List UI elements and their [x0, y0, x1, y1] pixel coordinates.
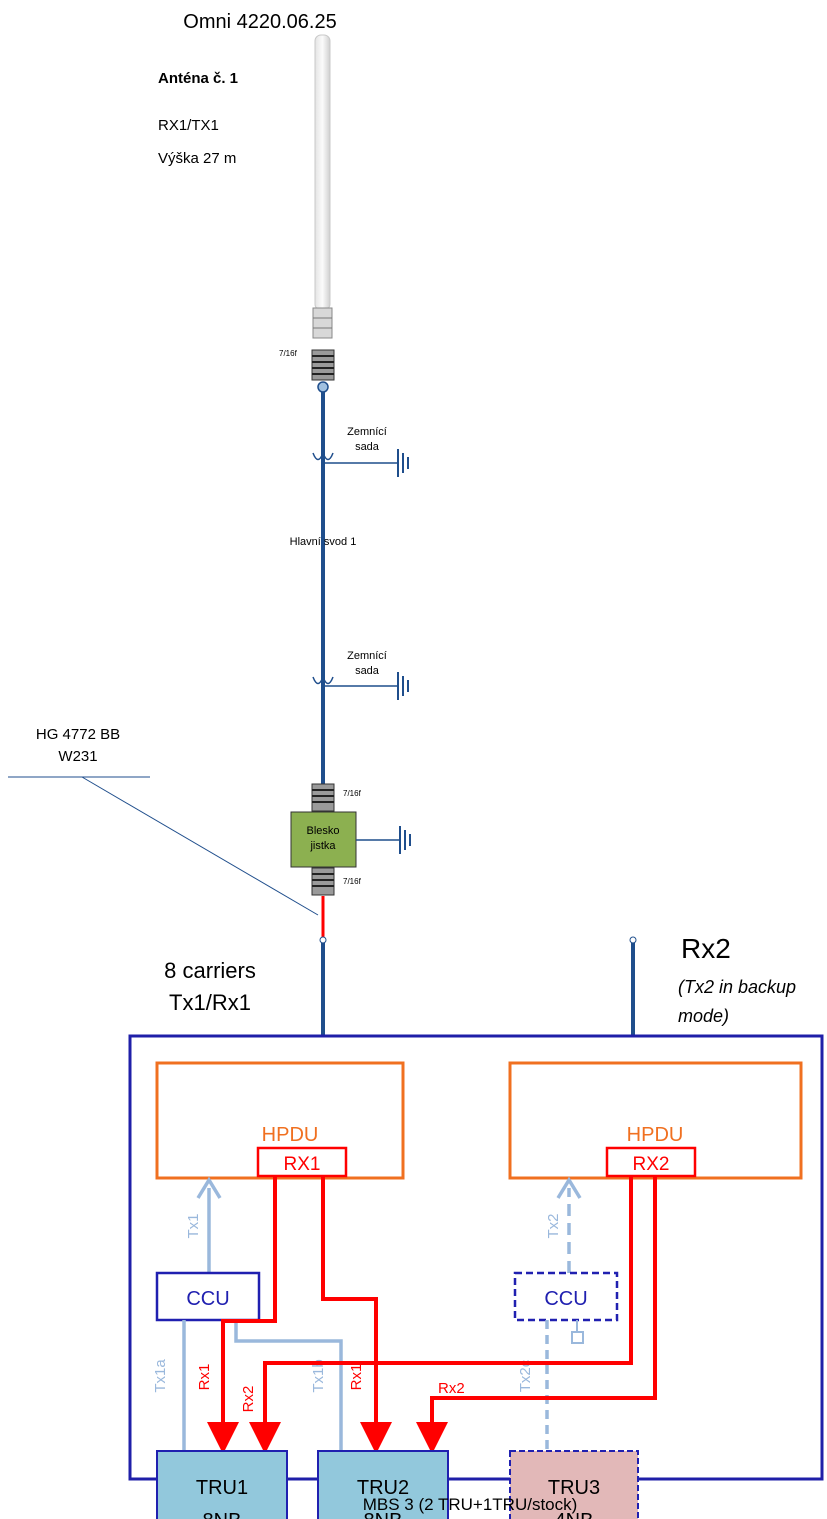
right-port-title: Rx2: [681, 933, 731, 964]
tru2-name: TRU2: [357, 1477, 409, 1499]
tx1b-line: [234, 1320, 343, 1450]
tru1-capacity: 8NB: [203, 1510, 242, 1519]
rx1-to-tru2-line: [321, 1176, 392, 1454]
rx1-to-tru2-label: Rx1: [348, 1364, 365, 1391]
hpdu-right-rx2-port: [605, 1146, 697, 1178]
rx2-to-tru1-label: Rx2: [240, 1386, 257, 1413]
ccu-left-box: [155, 1271, 261, 1322]
antenna-height-label: Výška 27 m: [158, 150, 236, 167]
lightning-arrester-label-line2: jistka: [309, 840, 336, 852]
hpdu-left-label: HPDU: [262, 1124, 319, 1146]
hpdu-left-box: [155, 1061, 405, 1180]
connector-top-label: 7/16f: [279, 349, 298, 358]
grounding-kit-2-label-line2: sada: [355, 665, 380, 677]
omni-antenna-icon: [312, 34, 333, 339]
left-port-label-line1: 8 carriers: [164, 958, 256, 983]
tx2c-label: Tx2c: [517, 1359, 534, 1392]
tx2-arrow-icon: [556, 1176, 582, 1199]
grounding-kit-1-label-line2: sada: [355, 441, 380, 453]
tru3-box: [509, 1450, 639, 1519]
tx1a-label: Tx1a: [152, 1359, 169, 1393]
arrester-lower-connector-icon: [311, 867, 335, 896]
hpdu-left-rx1-port: [256, 1146, 348, 1178]
grounding-kit-2-icon: [312, 672, 409, 700]
mbs-cabinet-frame: [128, 1034, 824, 1481]
cabinet-caption: MBS 3 (2 TRU+1TRU/stock): [363, 1495, 578, 1514]
jumper-type-label-line2: W231: [58, 748, 97, 765]
grounding-kit-1-label-line1: Zemnící: [347, 426, 387, 438]
rx1-to-tru1-line: [207, 1176, 277, 1454]
jumper-type-label-line1: HG 4772 BB: [36, 726, 120, 743]
grounding-kit-1-icon: [312, 449, 409, 477]
ccu-right-label: CCU: [544, 1288, 587, 1310]
hpdu-left-rx1-label: RX1: [284, 1154, 321, 1175]
tru1-name: TRU1: [196, 1477, 248, 1499]
hpdu-right-rx2-label: RX2: [633, 1154, 670, 1175]
jumper-joint-dot: [319, 936, 327, 944]
rx2-to-tru2-label: Rx2: [438, 1380, 465, 1397]
ccu-right-box: [513, 1271, 619, 1322]
jumper-callout-leader: [81, 776, 319, 916]
antenna-name-label: Anténa č. 1: [158, 70, 238, 87]
grounding-kit-2-label-line1: Zemnící: [347, 650, 387, 662]
tru3-capacity: 4NB: [555, 1510, 594, 1519]
tru2-capacity: 8NB: [364, 1510, 403, 1519]
tru3-name: TRU3: [548, 1477, 600, 1499]
right-port-note-line2: mode): [678, 1006, 729, 1026]
rx2-to-tru1-line: [249, 1176, 633, 1454]
rx1-to-tru1-label: Rx1: [196, 1364, 213, 1391]
arrester-ground-icon: [356, 826, 411, 854]
left-port-label-line2: Tx1/Rx1: [169, 990, 251, 1015]
lightning-arrester-label-line1: Blesko: [306, 825, 339, 837]
antenna-model-label: Omni 4220.06.25: [183, 11, 336, 33]
antenna-ports-label: RX1/TX1: [158, 117, 219, 134]
tru1-box: [156, 1450, 288, 1519]
tx1-arrow-icon: [196, 1176, 222, 1199]
tx1-label: Tx1: [185, 1213, 202, 1238]
right-port-note-line1: (Tx2 in backup: [678, 977, 796, 997]
arrester-upper-connector-icon: [311, 783, 335, 812]
main-feeder-label: Hlavní svod 1: [290, 536, 357, 548]
arrester-lower-connector-label: 7/16f: [343, 877, 362, 886]
ccu-left-label: CCU: [186, 1288, 229, 1310]
tx2-label: Tx2: [545, 1213, 562, 1238]
tru2-box: [317, 1450, 449, 1519]
connector-top-icon: [311, 349, 335, 393]
lightning-arrester-box: [290, 811, 357, 868]
rx2-antenna-port-dot: [629, 936, 637, 944]
tx1b-label: Tx1b: [310, 1359, 327, 1392]
rx2-to-tru2-line: [416, 1176, 657, 1454]
arrester-upper-connector-label: 7/16f: [343, 789, 362, 798]
ccu-right-small-port: [571, 1331, 584, 1344]
hpdu-right-label: HPDU: [627, 1124, 684, 1146]
